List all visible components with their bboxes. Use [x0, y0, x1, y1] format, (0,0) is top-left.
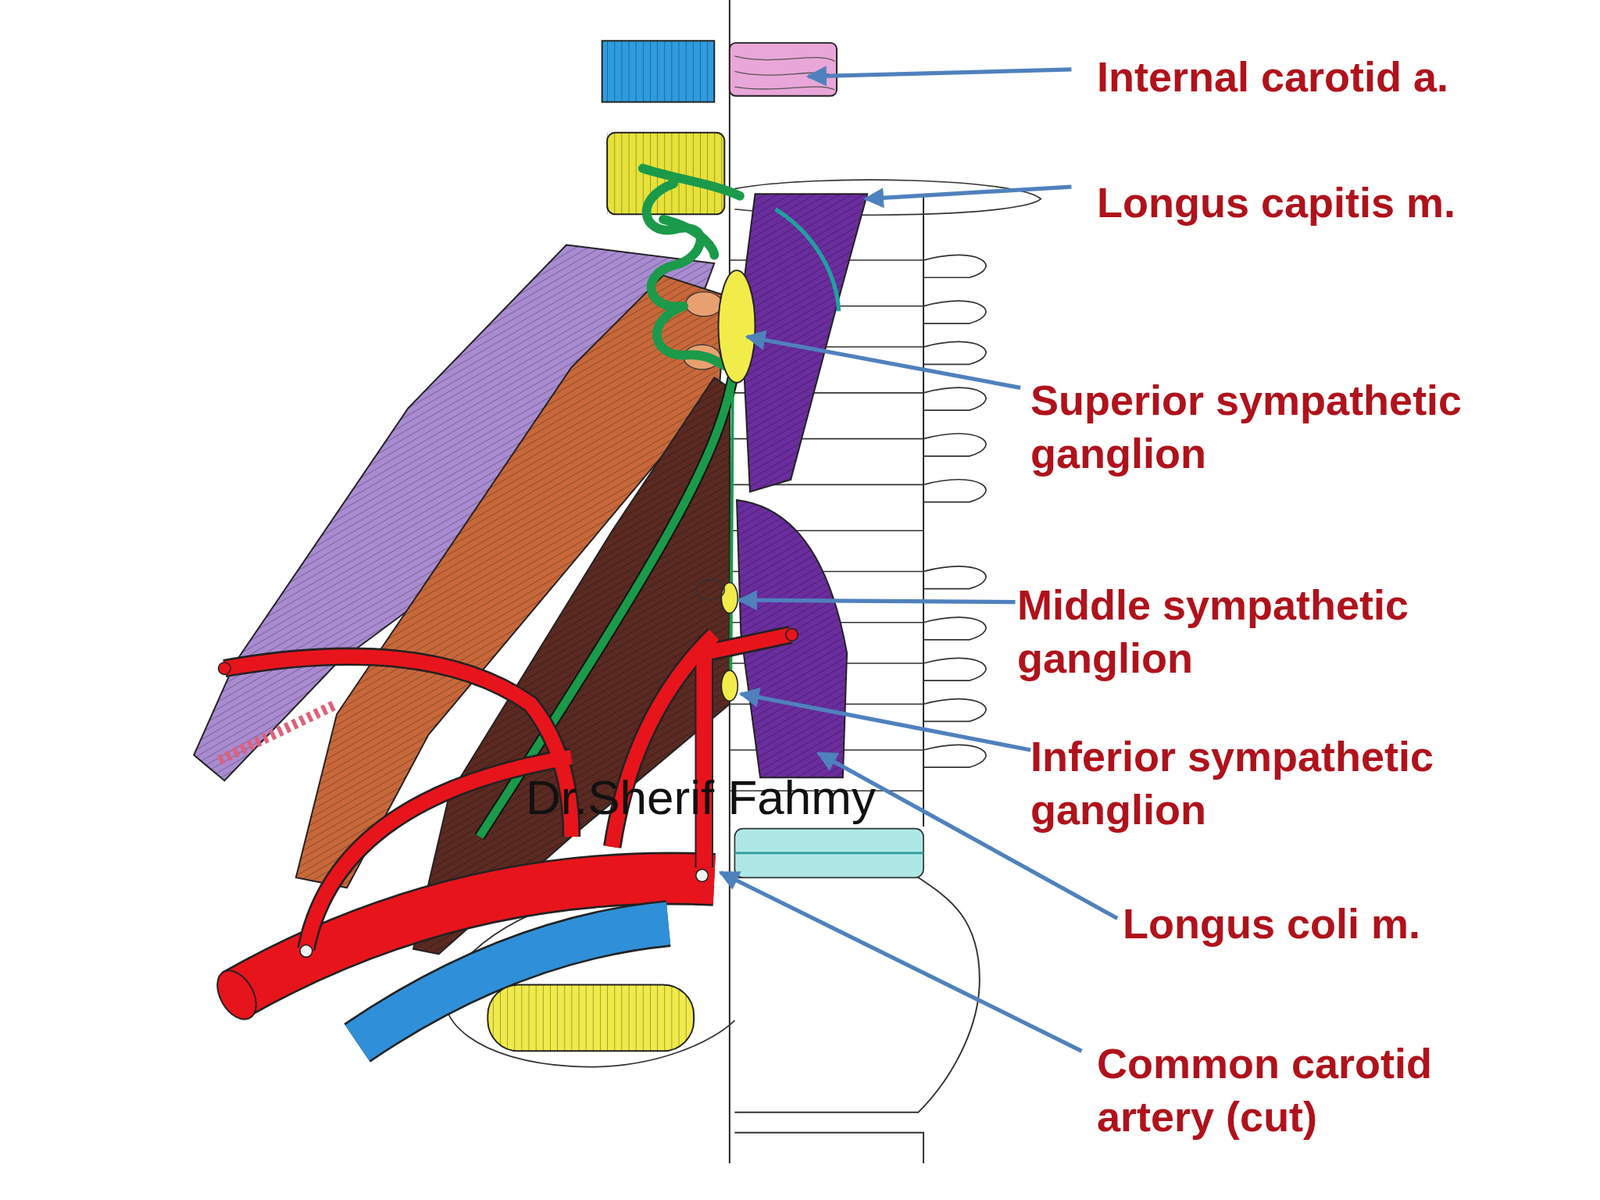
watermark: Dr.Sherif Fahmy [525, 768, 876, 827]
artery-cut-end [218, 662, 232, 675]
disc-line [734, 852, 924, 855]
leader-line [807, 69, 1072, 77]
leader-line [720, 872, 1082, 1052]
dotted-artery [219, 703, 337, 761]
inferior-ganglion [721, 670, 738, 701]
brachial-plexus-texture [487, 984, 694, 1051]
nodule [685, 292, 723, 317]
vertebral-body [734, 877, 979, 1164]
drawing [193, 0, 1118, 1164]
intervertebral-disc [734, 828, 924, 879]
internal-carotid-artery [729, 42, 837, 97]
artery-cut-end [209, 964, 265, 1027]
middle-ganglion-loop [696, 579, 725, 600]
leader-line [739, 600, 1016, 603]
common-carotid-cut [696, 869, 709, 883]
artery-cut-end [785, 628, 799, 642]
leader-line [740, 693, 1031, 750]
internal-carotid-texture [734, 56, 835, 90]
longus-capitis-texture [740, 193, 868, 492]
structure-label: Longus capitis m. [1096, 175, 1597, 229]
leader-line [865, 186, 1072, 200]
column-outline [729, 0, 924, 1164]
structure-label: Superior sympathetic ganglion [1030, 373, 1593, 480]
structure-label: Longus coli m. [1122, 896, 1592, 950]
brachial-plexus-cylinder [487, 984, 694, 1051]
vertebral-artery [696, 642, 712, 868]
internal-jugular-vein [602, 40, 715, 102]
structure-label: Inferior sympathetic ganglion [1030, 729, 1593, 836]
leader-lines [720, 69, 1118, 1051]
internal-jugular-vein-texture [602, 40, 715, 102]
artery-cut-end [300, 944, 313, 958]
longus-capitis-muscle [740, 193, 868, 492]
structure-label: Middle sympathetic ganglion [1017, 578, 1565, 685]
structure-label: Common carotid artery (cut) [1096, 1036, 1535, 1143]
superior-ganglion [718, 270, 756, 383]
nerve-branch [775, 209, 840, 312]
leader-line [746, 336, 1021, 388]
structure-label: Internal carotid a. [1096, 50, 1597, 104]
